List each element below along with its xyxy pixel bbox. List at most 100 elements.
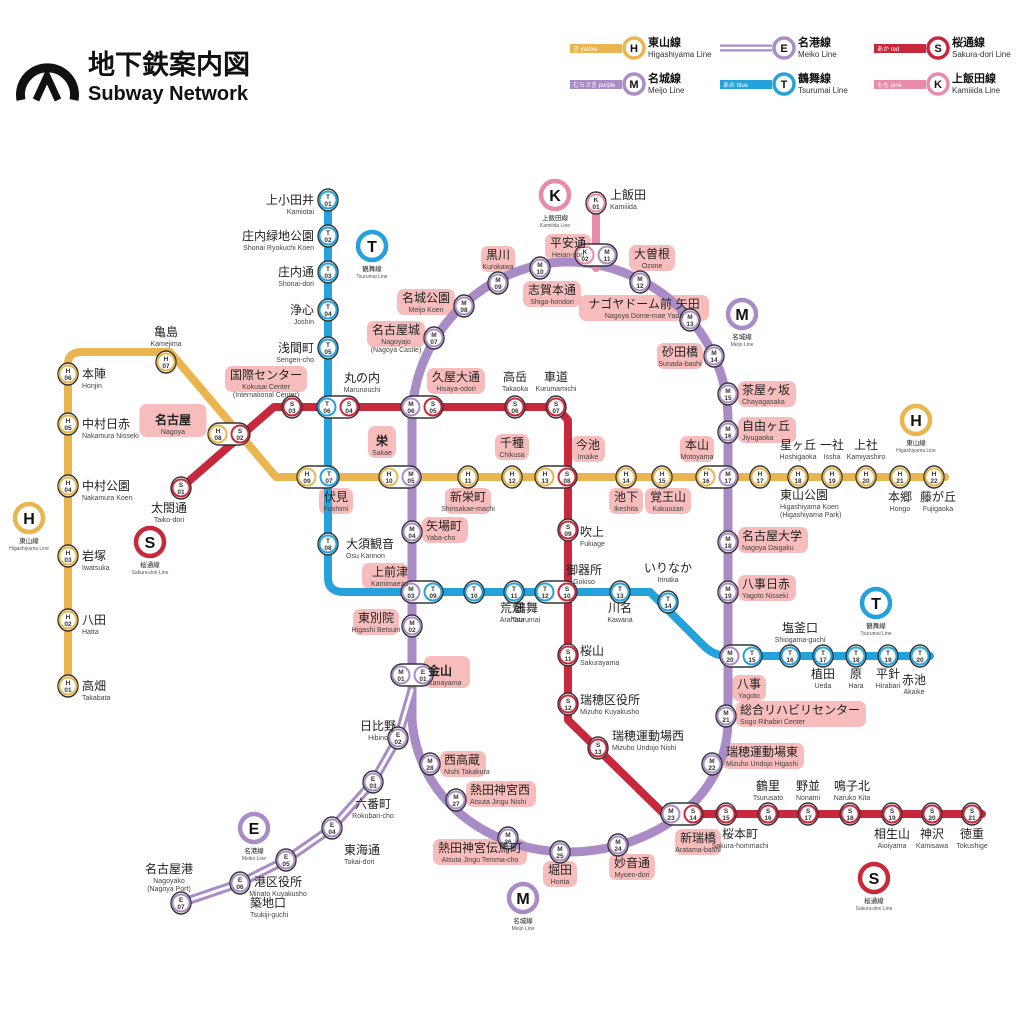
station-code-ring [423,397,443,417]
station-minato-kuyakusho[interactable]: E05 [275,848,297,872]
station-higashiyama-koen[interactable]: H17 [749,465,771,489]
station-hatta[interactable]: H02 [57,608,79,632]
station-name-jp: 新栄町 [450,489,486,504]
station-kakuozan[interactable]: H15 [651,465,673,489]
station-code-line: H [387,471,392,478]
station-nonami[interactable]: S17 [797,802,819,826]
station-hibino[interactable]: E02 [387,726,409,750]
station-naruko-kita[interactable]: S18 [839,802,861,826]
station-joshin[interactable]: T04 [317,298,339,322]
station-name-en: Kamiyashiro [847,454,886,461]
station-hoshigaoka[interactable]: H18 [787,465,809,489]
station-mizuho-undojo-higashi[interactable]: M22 [701,752,723,776]
station-sakurayama[interactable]: S11 [557,643,579,667]
station-shinsakae-machi[interactable]: H11 [457,465,479,489]
station-code-number: 21 [896,478,904,485]
station-kamiotai[interactable]: T01 [317,188,339,212]
station-kamisawa[interactable]: S20 [921,802,943,826]
station-sengen-cho[interactable]: T05 [317,336,339,360]
station-code-number: 20 [916,657,924,664]
station-tsurumai[interactable]: T10 [463,580,485,604]
station-nagoya-daigaku[interactable]: M18 [717,530,739,554]
station-yagoto-nisseki[interactable]: M19 [717,580,739,604]
station-code-line: M [557,846,562,853]
station-nakamura-nisseki[interactable]: H05 [57,412,79,436]
station-ueda[interactable]: T17 [812,644,834,668]
station-takaoka[interactable]: S06 [504,395,526,419]
station-kamiiida[interactable]: K01 [585,191,607,215]
station-tsurusato[interactable]: S16 [757,802,779,826]
station-mizuho-kuyakusho[interactable]: S12 [557,692,579,716]
station-fukiage[interactable]: S09 [557,518,579,542]
station-kurokawa[interactable]: M09 [487,271,509,295]
station-nagoya-dome[interactable]: M13 [679,308,701,332]
station-shiga-hondori[interactable]: M10 [529,256,551,280]
station-tokai-dori[interactable]: E04 [321,816,343,840]
station-irinaka[interactable]: T14 [657,590,679,614]
station-hongo[interactable]: H21 [889,465,911,489]
station-shonai-ryokuchi[interactable]: T02 [317,224,339,248]
station-shiogama-guchi[interactable]: T16 [779,644,801,668]
station-hirabari[interactable]: T19 [877,644,899,668]
station-iwatsuka[interactable]: H03 [57,544,79,568]
station-jingu-temma-cho[interactable]: M26 [497,826,519,850]
station-fujigaoka[interactable]: H22 [923,465,945,489]
station-nagoyako[interactable]: E07 [170,891,192,915]
station-kokusai-center[interactable]: S03 [281,395,303,419]
station-kamejima[interactable]: H07 [155,350,177,374]
station-nishi-takakura[interactable]: M28 [419,752,441,776]
station-code-number: 09 [303,478,311,485]
station-aioiyama[interactable]: S19 [881,802,903,826]
station-shonai-dori[interactable]: T03 [317,260,339,284]
station-arahata[interactable]: T11 [503,580,525,604]
station-tsukiji-guchi[interactable]: E06 [229,871,251,895]
station-osu-kannon[interactable]: T08 [317,532,339,556]
station-ikeshita[interactable]: H14 [615,465,637,489]
station-chikusa[interactable]: H12 [501,465,523,489]
station-name-jp: 本陣 [82,367,106,381]
station-kawana[interactable]: T13 [609,580,631,604]
station-akaike[interactable]: T20 [909,644,931,668]
station-sakura-hommachi[interactable]: S15 [715,802,737,826]
station-jiyugaoka[interactable]: M16 [717,420,739,444]
station-meijo-koen[interactable]: M08 [453,294,475,318]
station-kamiyashiro[interactable]: H20 [855,465,877,489]
station-ozone[interactable]: M12 [629,270,651,294]
station-higashi-betsuin[interactable]: M02 [401,614,423,638]
station-yaba-cho[interactable]: M04 [401,520,423,544]
station-chayagasaka[interactable]: M15 [717,382,739,406]
station-rokuban-cho[interactable]: E03 [362,770,384,794]
station-tokushige[interactable]: S21 [961,802,983,826]
station-kurumamichi[interactable]: S07 [545,395,567,419]
station-myoon-dori[interactable]: M24 [607,833,629,857]
station-code-line: E [284,854,289,861]
station-nagoyajo[interactable]: M07 [423,326,445,350]
station-jingu-nishi[interactable]: M27 [445,788,467,812]
station-nakamura-koen[interactable]: H04 [57,474,79,498]
station-horita[interactable]: M25 [549,840,571,864]
station-mizuho-undojo-nishi[interactable]: S13 [587,736,609,760]
station-taiko-dori[interactable]: S01 [170,476,192,500]
station-issha[interactable]: H19 [821,465,843,489]
station-code-ring [878,646,898,666]
station-hara[interactable]: T18 [845,644,867,668]
station-takabata[interactable]: H01 [57,674,79,698]
station-honjin[interactable]: H06 [57,362,79,386]
station-sunada-bashi[interactable]: M14 [703,344,725,368]
station-sogo-rihabiri[interactable]: M21 [715,704,737,728]
